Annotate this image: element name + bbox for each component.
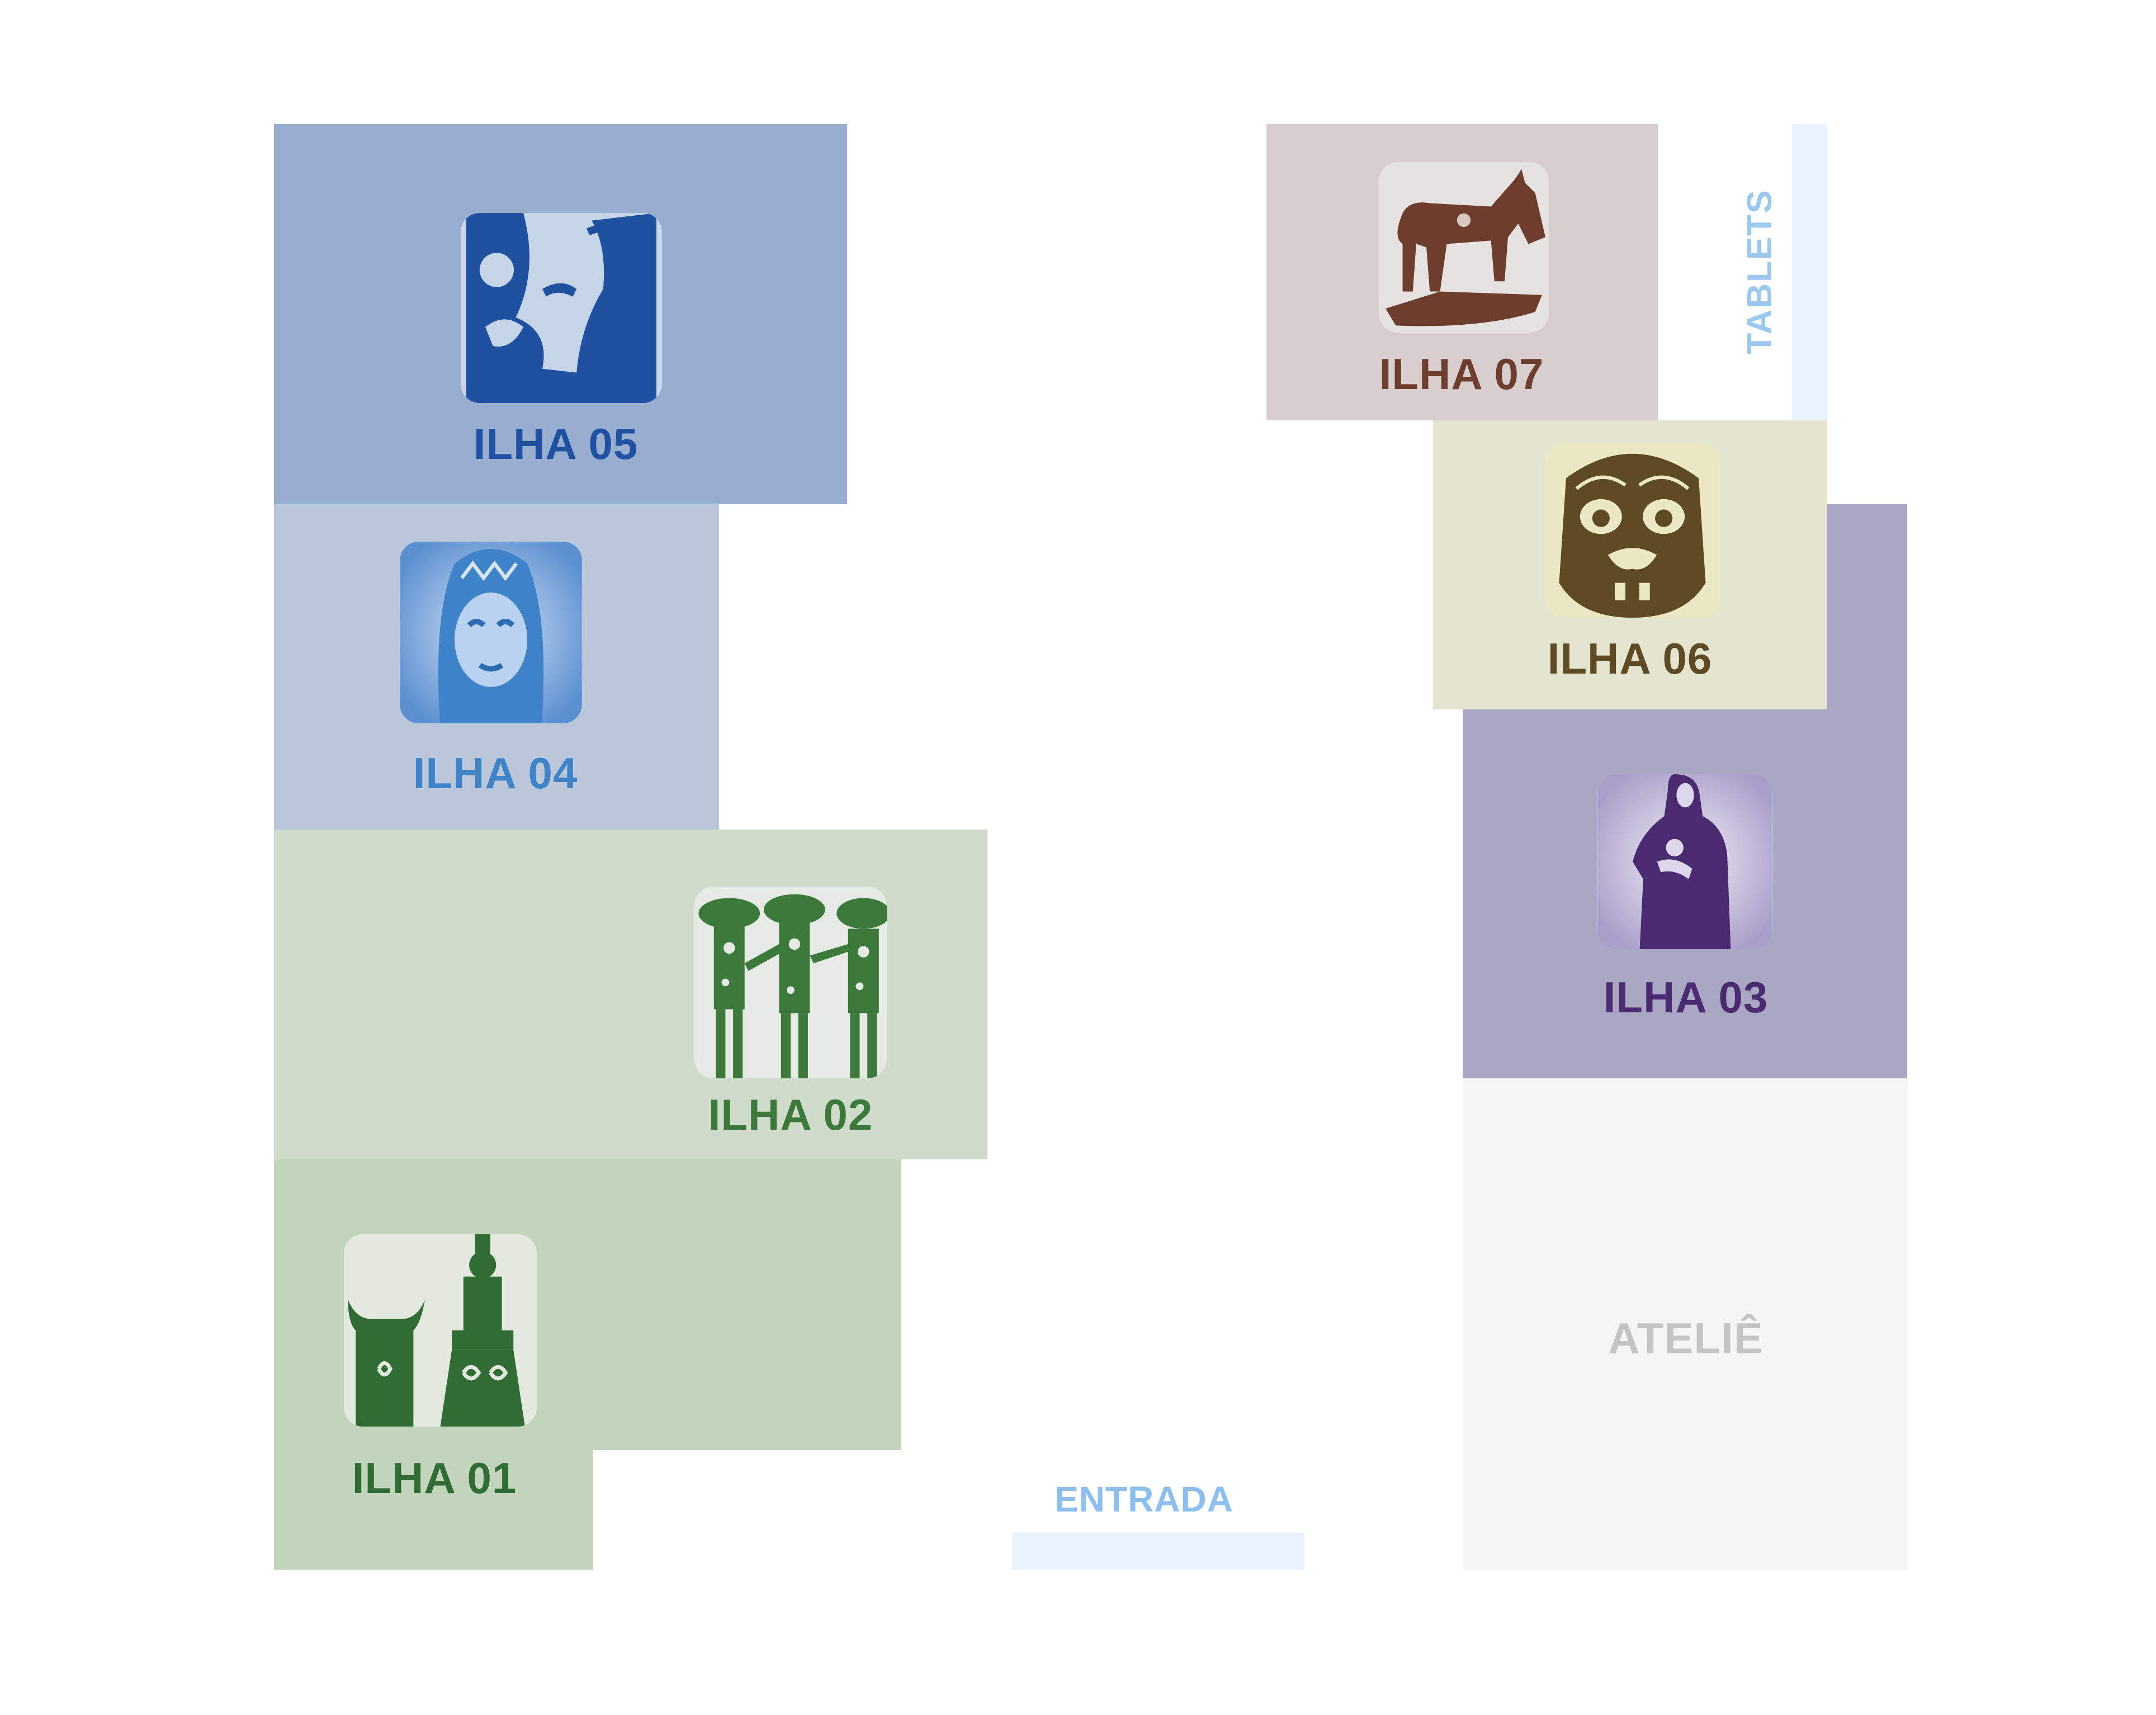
tablets-strip[interactable] (1792, 124, 1827, 420)
island-02-label: ILHA 02 (708, 1090, 873, 1139)
island-06-thumbnail[interactable] (1545, 443, 1720, 618)
entrance-strip[interactable] (1012, 1533, 1304, 1570)
island-01-zone-lower[interactable] (274, 1450, 593, 1570)
island-03-label: ILHA 03 (1603, 973, 1769, 1022)
saint-statue-icon (1597, 774, 1773, 949)
island-03-thumbnail[interactable] (1597, 774, 1773, 949)
island-07-label: ILHA 07 (1379, 349, 1544, 399)
carved-mask-icon (1545, 443, 1720, 618)
atelie-label: ATELIÊ (1608, 1314, 1763, 1363)
island-06-label: ILHA 06 (1547, 634, 1713, 683)
ox-and-figure-icon (344, 1234, 537, 1427)
donkey-icon (1379, 162, 1549, 333)
island-05-thumbnail[interactable] (461, 213, 662, 403)
two-figures-icon (466, 213, 656, 403)
tablets-label-rotated: TABLETS (1741, 189, 1779, 354)
island-04-thumbnail[interactable] (400, 542, 582, 723)
island-04-label: ILHA 04 (413, 748, 578, 798)
island-05-label: ILHA 05 (473, 419, 639, 468)
island-01-thumbnail[interactable] (344, 1234, 537, 1427)
island-03-zone[interactable] (1827, 504, 1907, 709)
masked-face-icon (400, 542, 582, 723)
entrance-label: ENTRADA (1055, 1479, 1233, 1519)
island-02-thumbnail[interactable] (694, 887, 887, 1078)
island-07-thumbnail[interactable] (1379, 162, 1549, 333)
three-musicians-icon (694, 887, 887, 1078)
island-01-label: ILHA 01 (352, 1453, 517, 1503)
atelie-zone[interactable] (1463, 1078, 1907, 1570)
tablets-label-text: TABLETS (1741, 189, 1779, 354)
